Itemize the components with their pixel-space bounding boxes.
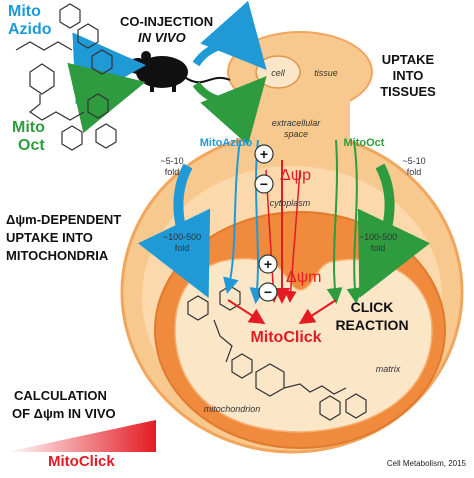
- mouse-icon: [128, 51, 231, 92]
- mitoazido-arrow-label: MitoAzido: [200, 137, 253, 149]
- mouse-to-cell-arrow-green: [192, 76, 267, 146]
- azido-thin-arrow-1: [223, 139, 241, 294]
- mito-azido-label-2: Azido: [8, 21, 52, 38]
- delta-psi-m-label: Δψm: [286, 269, 321, 286]
- dependent-label-1: Δψm-DEPENDENT: [6, 212, 121, 227]
- red-arrow-oct-to-click: [298, 299, 337, 325]
- mitoclick-gradient-wedge: [6, 420, 156, 452]
- fold-left-top-2: fold: [165, 167, 180, 177]
- tissue-label: tissue: [314, 68, 338, 78]
- fold-right-mid-1: ~100-500: [359, 232, 397, 242]
- dependent-label-3: MITOCHONDRIA: [6, 248, 109, 263]
- mitoclick-bottom-label: MitoClick: [48, 453, 115, 470]
- click-reaction-label-1: CLICK: [351, 299, 394, 315]
- delta-psi-p-label: Δψp: [280, 167, 311, 184]
- plus-charge-inner: +: [258, 254, 278, 274]
- svg-text:+: +: [264, 256, 272, 272]
- mito-azido-label-1: Mito: [8, 3, 41, 20]
- cell-circle: [255, 55, 301, 89]
- fold-right-mid-2: fold: [371, 243, 386, 253]
- minus-charge-outer: −: [254, 174, 274, 194]
- mitoazido-structure: [15, 3, 113, 75]
- red-arrow-azido-to-click: [227, 299, 266, 325]
- mitochondrion-label: mitochondrion: [204, 404, 261, 414]
- azido-thick-arrow: [137, 163, 211, 299]
- svg-text:+: +: [260, 146, 268, 162]
- calculation-label-2: OF Δψm IN VIVO: [12, 406, 116, 421]
- uptake-label-1: UPTAKE: [382, 52, 435, 67]
- extracellular-label-1: extracellular: [272, 118, 322, 128]
- azido-thin-arrow-2: [249, 139, 266, 304]
- fold-left-mid-1: ~100-500: [163, 232, 201, 242]
- cytoplasm-label: cytoplasm: [270, 198, 311, 208]
- oct-thin-arrow-2: [346, 139, 363, 304]
- mitooct-arrow-label: MitoOct: [344, 137, 385, 149]
- extracellular-label-2: space: [284, 129, 308, 139]
- fold-left-top-1: ~5-10: [160, 156, 183, 166]
- mitoclick-center-label: MitoClick: [250, 329, 321, 346]
- calculation-label-1: CALCULATION: [14, 388, 107, 403]
- oct-thick-arrow: [357, 163, 431, 299]
- dependent-label-2: UPTAKE INTO: [6, 230, 93, 245]
- plus-charge-outer: +: [254, 144, 274, 164]
- fold-right-top-1: ~5-10: [402, 156, 425, 166]
- red-arrow-right: [284, 169, 301, 303]
- svg-text:−: −: [260, 176, 268, 192]
- click-reaction-label-2: REACTION: [335, 317, 408, 333]
- minus-charge-inner: −: [258, 282, 278, 302]
- mito-oct-label-1: Mito: [12, 119, 45, 136]
- uptake-label-2: INTO: [393, 68, 424, 83]
- fold-left-mid-2: fold: [175, 243, 190, 253]
- injection-arrow-oct: [67, 62, 146, 134]
- cell-label: cell: [271, 68, 286, 78]
- citation-label: Cell Metabolism, 2015: [387, 459, 467, 468]
- injection-arrow-azido: [72, 32, 146, 105]
- mitooct-structure: [28, 63, 117, 151]
- uptake-label-3: TISSUES: [380, 84, 436, 99]
- co-injection-label: CO-INJECTION: [120, 14, 213, 29]
- matrix-label: matrix: [376, 364, 401, 374]
- mito-oct-label-2: Oct: [18, 137, 45, 154]
- oct-thin-arrow-1: [326, 139, 343, 304]
- in-vivo-label: IN VIVO: [138, 30, 186, 45]
- svg-text:−: −: [264, 284, 272, 300]
- fold-right-top-2: fold: [407, 167, 422, 177]
- mouse-to-cell-arrow-blue: [192, 0, 267, 70]
